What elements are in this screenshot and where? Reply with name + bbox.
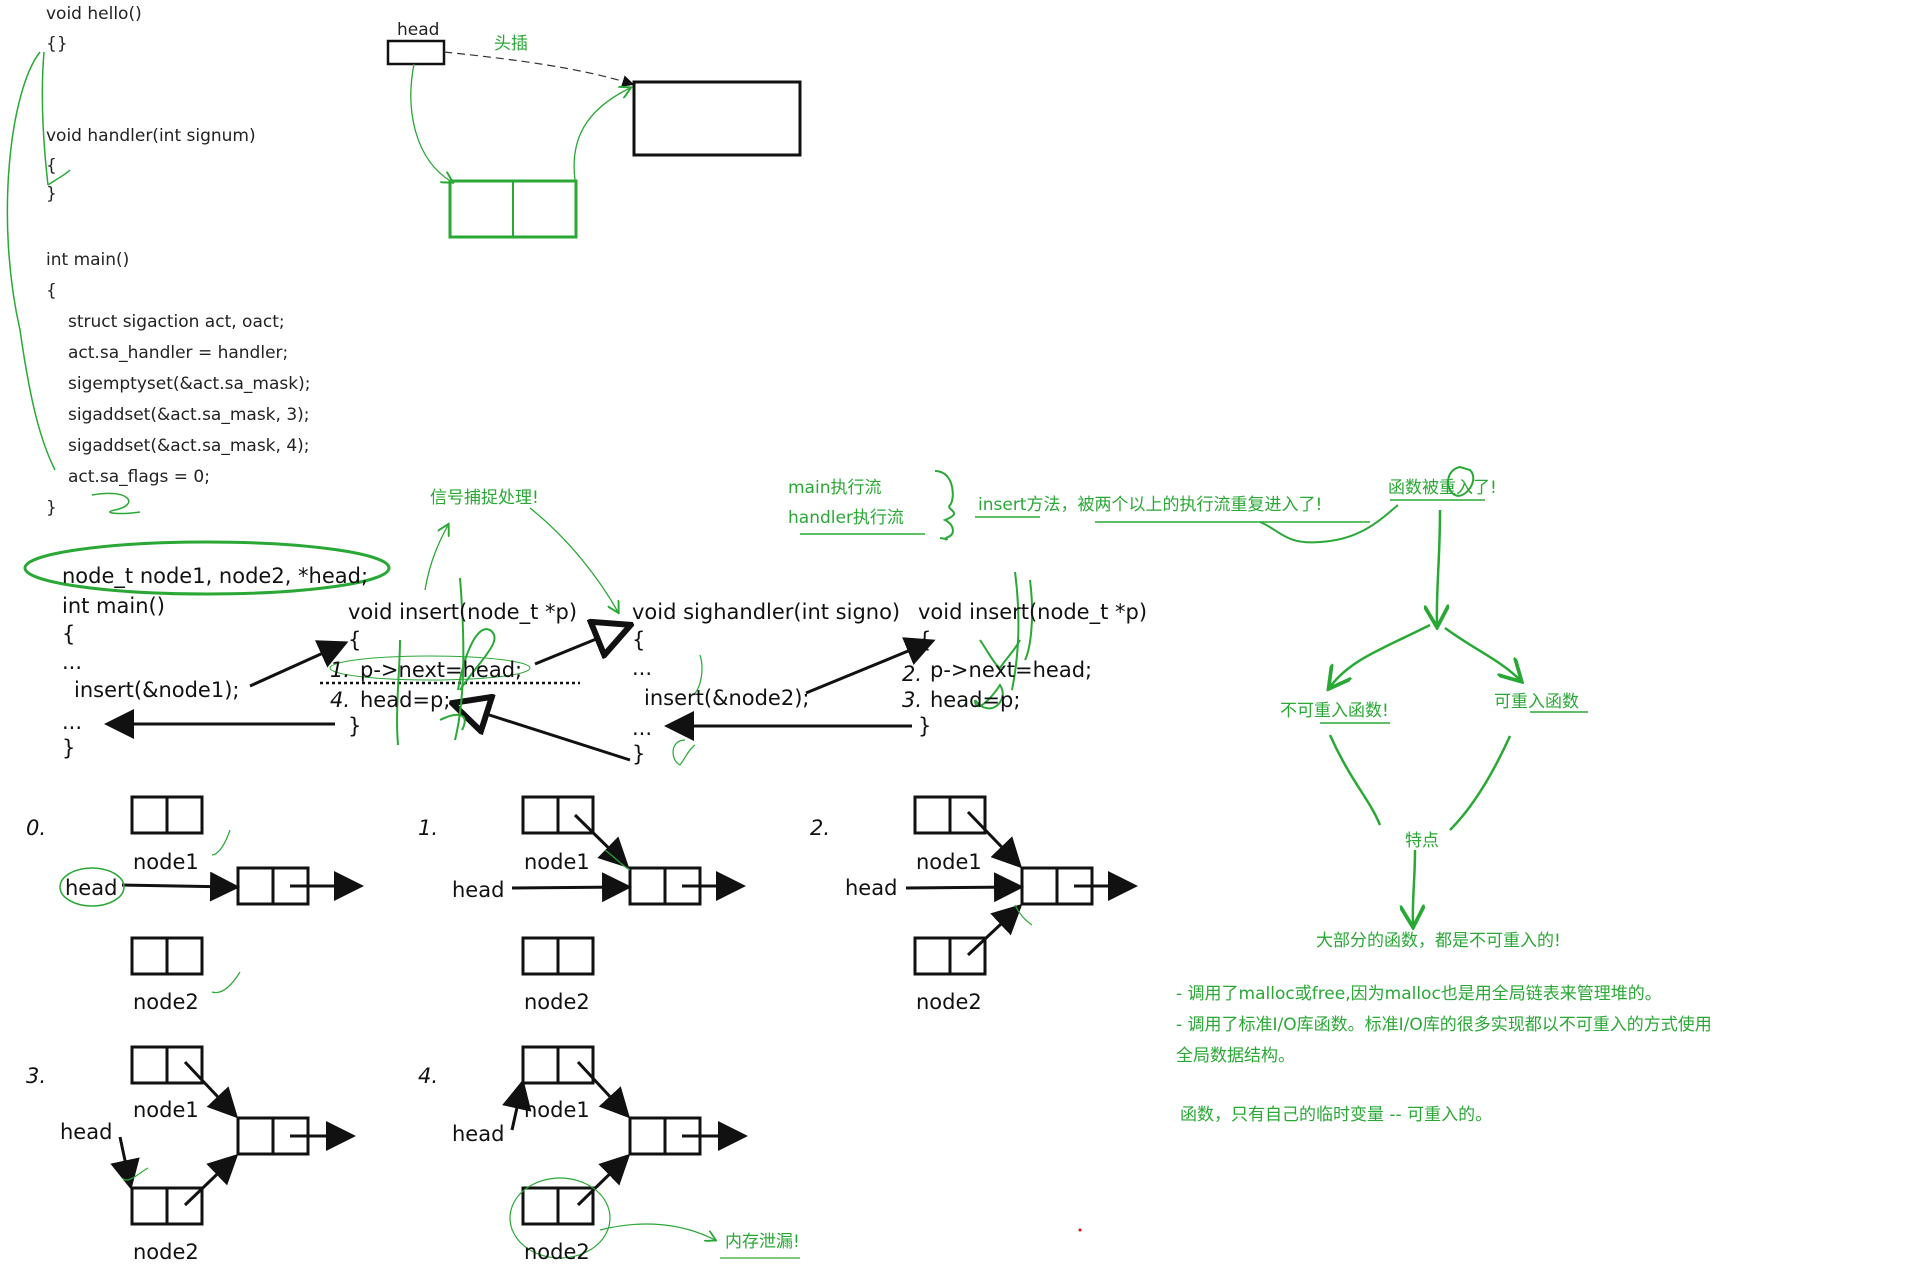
code-line: void hello(): [46, 4, 142, 24]
note-local-vars: 函数，只有自己的临时变量 -- 可重入的。: [1180, 1105, 1493, 1125]
step-3-diagram: [110, 1045, 356, 1226]
target-node-box: [632, 80, 802, 157]
note-traits: 特点: [1405, 831, 1439, 851]
step-4-diagram: [502, 1045, 800, 1259]
code-line: p->next=head;: [360, 658, 523, 682]
code-line: insert(&node1);: [74, 678, 240, 702]
code-line: ...: [62, 650, 83, 674]
note-reentrant: 可重入函数: [1494, 692, 1579, 712]
head-box: [386, 39, 446, 66]
code-line: void handler(int signum): [46, 126, 256, 146]
code-line: void sighandler(int signo): [632, 600, 901, 624]
head-label: head: [60, 1120, 113, 1144]
step-number: 1.: [330, 658, 351, 682]
node2-label: node2: [133, 990, 199, 1014]
node1-label: node1: [916, 850, 982, 874]
code-line: void insert(node_t *p): [918, 600, 1148, 624]
code-line: {: [62, 622, 76, 646]
note-handler-flow: handler执行流: [788, 508, 904, 528]
green-stroke: [41, 51, 49, 186]
step-label-3: 3.: [26, 1064, 47, 1088]
note-non-reentrant: 不可重入函数!: [1280, 701, 1389, 721]
code-line: sigaddset(&act.sa_mask, 3);: [68, 405, 310, 425]
node1-label: node1: [133, 850, 199, 874]
green-ellipse: [23, 540, 391, 596]
head-label: head: [452, 878, 505, 902]
note-reentry: insert方法，被两个以上的执行流重复进入了!: [978, 495, 1323, 515]
code-line: }: [632, 742, 646, 766]
step-number: 2.: [902, 662, 923, 686]
head-label: head: [397, 20, 440, 40]
step-number: 4.: [330, 688, 351, 712]
code-line: act.sa_flags = 0;: [68, 467, 210, 487]
step-2-diagram: [905, 795, 1138, 976]
code-line: sigemptyset(&act.sa_mask);: [68, 374, 311, 394]
code-line: int main(): [46, 250, 130, 270]
code-line: int main(): [62, 594, 165, 618]
node1-label: node1: [524, 1098, 590, 1122]
node1-label: node1: [524, 850, 590, 874]
red-dot: [1078, 1228, 1082, 1232]
head-insert-note: 头插: [494, 34, 528, 54]
code-line: {: [632, 628, 646, 652]
code-line: {: [348, 628, 362, 652]
code-line: {: [46, 156, 57, 176]
green-stroke: [6, 51, 56, 471]
code-line: ...: [632, 716, 653, 740]
step-label-0: 0.: [26, 816, 47, 840]
code-line: {: [46, 281, 57, 301]
note-reason-1: - 调用了malloc或free,因为malloc也是用全局链表来管理堆的。: [1176, 984, 1662, 1004]
node2-label: node2: [524, 1240, 590, 1264]
note-reentered: 函数被重入了!: [1388, 478, 1497, 498]
note-most: 大部分的函数，都是不可重入的!: [1316, 931, 1561, 951]
code-line: sigaddset(&act.sa_mask, 4);: [68, 436, 310, 456]
node2-label: node2: [524, 990, 590, 1014]
code-line: head=p;: [360, 688, 451, 712]
node2-label: node2: [133, 1240, 199, 1264]
green-stroke: [47, 169, 71, 186]
code-line: {: [918, 628, 932, 652]
code-line: }: [62, 736, 76, 760]
step-label-1: 1.: [418, 816, 439, 840]
code-line: p->next=head;: [930, 658, 1093, 682]
code-line: ...: [632, 656, 653, 680]
head-label: head: [452, 1122, 505, 1146]
note-memory-leak: 内存泄漏!: [725, 1232, 800, 1252]
note-reason-2: - 调用了标准I/O库函数。标准I/O库的很多实现都以不可重入的方式使用: [1176, 1015, 1712, 1035]
green-brace: [934, 470, 956, 541]
code-line: node_t node1, node2, *head;: [62, 564, 369, 588]
code-line: }: [348, 714, 362, 738]
node1-label: node1: [133, 1098, 199, 1122]
step-0-diagram: [59, 795, 364, 994]
head-dashed-arrow: [443, 51, 635, 87]
head-label: head: [65, 876, 118, 900]
code-line: struct sigaction act, oact;: [68, 312, 285, 332]
code-line: {}: [46, 34, 68, 54]
step-1-diagram: [511, 795, 746, 976]
head-label: head: [845, 876, 898, 900]
note-reason-2b: 全局数据结构。: [1176, 1046, 1295, 1066]
step-label-4: 4.: [418, 1064, 439, 1088]
code-line: insert(&node2);: [644, 686, 810, 710]
step-label-2: 2.: [810, 816, 831, 840]
code-line: }: [46, 184, 57, 204]
note-main-flow: main执行流: [788, 478, 882, 498]
green-stroke: [91, 492, 141, 515]
step-number: 3.: [902, 688, 923, 712]
code-line: }: [918, 714, 932, 738]
code-line: ...: [62, 710, 83, 734]
code-line: }: [46, 498, 57, 518]
note-signal-catch: 信号捕捉处理!: [430, 488, 539, 508]
code-line: head=p;: [930, 688, 1021, 712]
code-line: act.sa_handler = handler;: [68, 343, 289, 363]
code-line: void insert(node_t *p): [348, 600, 578, 624]
node2-label: node2: [916, 990, 982, 1014]
